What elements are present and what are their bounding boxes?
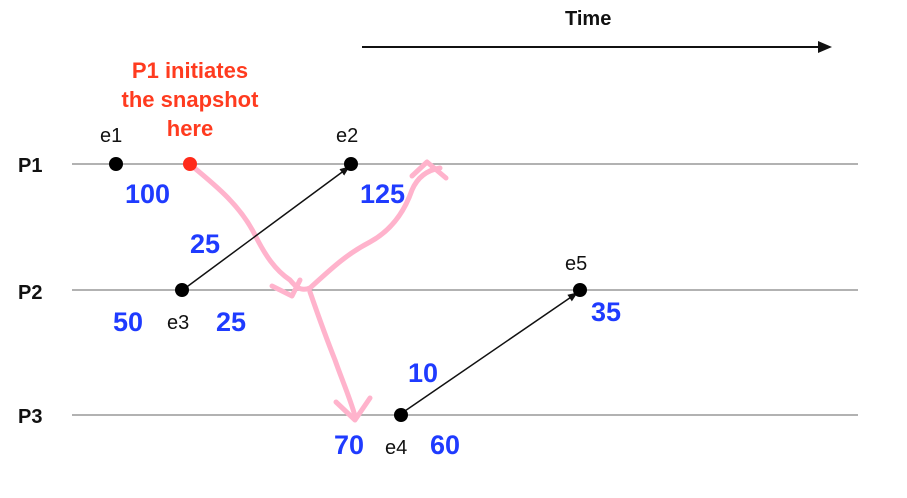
value-p2-after-e3: 25 — [216, 307, 246, 337]
process-label-p3: P3 — [18, 406, 42, 428]
event-dot-e3 — [175, 283, 189, 297]
event-dot-e1 — [109, 157, 123, 171]
cut-arrowhead-p1 — [409, 159, 449, 181]
message-arrow-e3-e2 — [183, 166, 350, 290]
time-label: Time — [565, 8, 611, 30]
value-p3-initial: 70 — [334, 430, 364, 460]
value-p1-after-e2: 125 — [360, 179, 405, 209]
value-p3-after-e4: 60 — [430, 430, 460, 460]
message-arrow-e4-e5 — [401, 292, 578, 414]
value-p2-after-e5: 35 — [591, 297, 621, 327]
event-label-e5: e5 — [565, 253, 587, 275]
cut-line-upper — [189, 163, 443, 292]
time-arrowhead — [818, 41, 832, 53]
annotation-line-1: P1 initiates — [132, 58, 248, 83]
snapshot-initiation-dot — [183, 157, 197, 171]
value-message-e3-e2: 25 — [190, 229, 220, 259]
cut-arrowhead-p3 — [333, 395, 373, 423]
process-label-p2: P2 — [18, 282, 42, 304]
annotation-line-3: here — [167, 116, 213, 141]
value-p2-initial: 50 — [113, 307, 143, 337]
process-label-p1: P1 — [18, 155, 42, 177]
cut-arrowhead-p2 — [269, 277, 303, 299]
event-label-e2: e2 — [336, 125, 358, 147]
event-label-e4: e4 — [385, 437, 407, 459]
event-dot-e5 — [573, 283, 587, 297]
event-dot-e4 — [394, 408, 408, 422]
event-label-e1: e1 — [100, 125, 122, 147]
annotation-line-2: the snapshot — [122, 87, 260, 112]
event-label-e3: e3 — [167, 312, 189, 334]
value-p1-initial: 100 — [125, 179, 170, 209]
value-message-e4-e5: 10 — [408, 358, 438, 388]
cut-line-lower — [307, 289, 358, 419]
event-dot-e2 — [344, 157, 358, 171]
